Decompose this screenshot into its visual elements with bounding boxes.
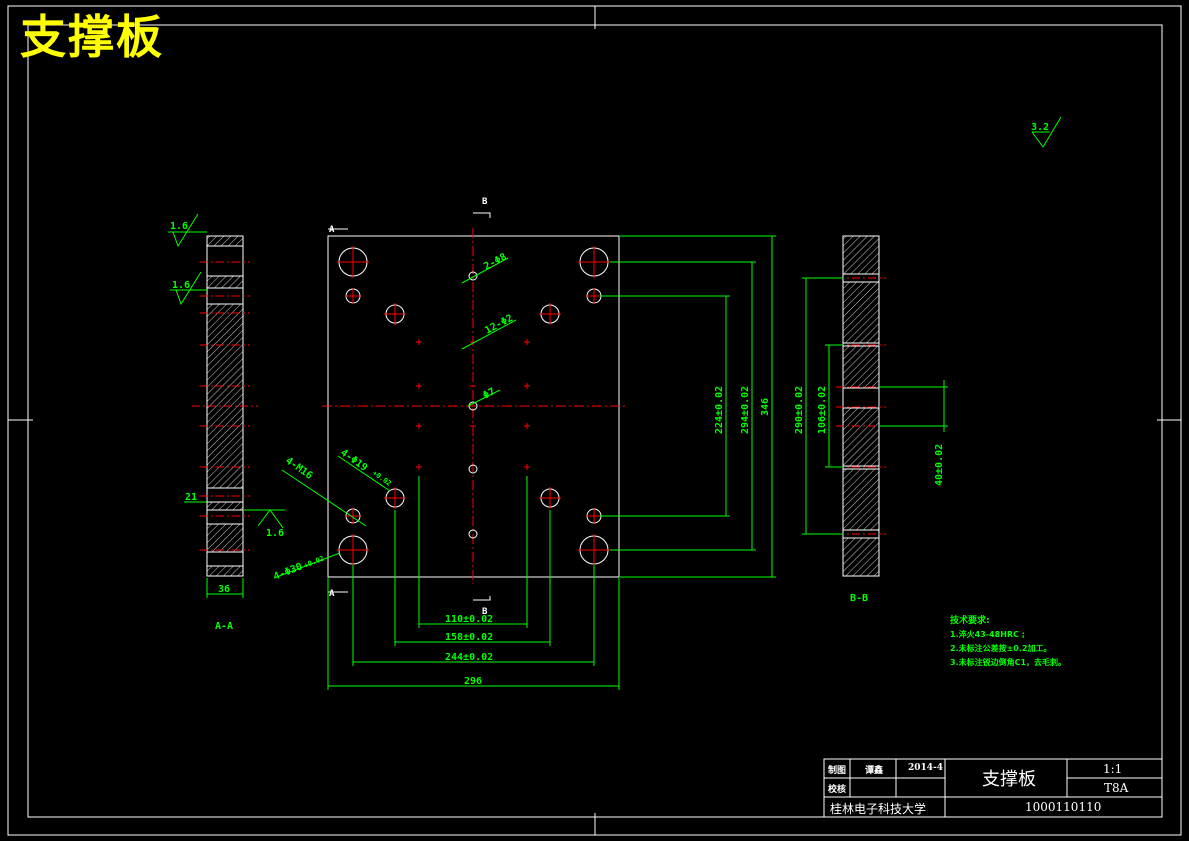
title-block-check-label: 校核 — [828, 785, 847, 795]
technical-notes: 技术要求: 1.淬火43-48HRC ; 2.未标注公差按±0.2加工。 3.未… — [950, 614, 1066, 670]
notes-item: 3.未标注锐边倒角C1，去毛刺。 — [950, 658, 1067, 667]
dim-106: 106±0.02 — [817, 386, 828, 434]
drawing-title: 支撑板 — [20, 10, 164, 64]
dim-21: 21 — [185, 492, 197, 503]
title-block-school: 桂林电子科技大学 — [830, 802, 927, 816]
section-mark-b-bottom: B — [482, 607, 488, 617]
callout-phi7: Φ7 — [481, 386, 497, 401]
global-roughness-symbol — [1031, 116, 1062, 148]
sheet-frame — [7, 5, 1182, 836]
view-label-bb: B-B — [850, 593, 868, 604]
section-mark-a-bottom: A — [329, 589, 335, 599]
notes-item: 2.未标注公差按±0.2加工。 — [950, 644, 1052, 653]
dim-244: 244±0.02 — [445, 652, 493, 663]
title-block-date: 2014-4 — [908, 763, 944, 773]
roughness-value-2: 1.6 — [172, 280, 190, 291]
notes-heading: 技术要求: — [950, 616, 990, 626]
dim-296: 296 — [464, 676, 482, 687]
callout-4-phi30-tol: +0.02 — [303, 555, 326, 570]
section-mark-a-top: A — [329, 225, 335, 235]
callout-2-phi8: 2-Φ8 — [482, 252, 508, 273]
notes-item: 1.淬火43-48HRC ; — [950, 630, 1025, 639]
callout-4-phi30: 4-Φ30 — [272, 561, 304, 582]
dim-294: 294±0.02 — [740, 386, 751, 434]
callout-4-phi19: 4-Φ19 — [338, 447, 369, 473]
title-block-part-name: 支撑板 — [982, 769, 1036, 790]
global-roughness-value: 3.2 — [1031, 122, 1049, 133]
roughness-value-1: 1.6 — [170, 221, 188, 232]
dim-158: 158±0.02 — [445, 632, 493, 643]
section-bb-view — [802, 235, 948, 577]
callout-12-phi2: 12-Φ2 — [483, 313, 515, 337]
dim-290: 290±0.02 — [794, 386, 805, 434]
view-label-aa: A-A — [215, 621, 233, 632]
title-block-frame — [823, 758, 1163, 818]
plan-view — [273, 212, 776, 690]
section-aa-view — [168, 213, 285, 598]
section-mark-b-top: B — [482, 197, 488, 207]
title-block-drawing-no: 1000110110 — [1025, 800, 1102, 814]
roughness-value-3: 1.6 — [266, 528, 284, 539]
dim-36: 36 — [218, 584, 230, 595]
title-block-drawn-label: 制图 — [828, 766, 847, 776]
dim-346: 346 — [760, 398, 771, 416]
title-block-scale: 1:1 — [1103, 762, 1123, 776]
title-block-drawn-name: 谭鑫 — [865, 766, 884, 776]
callout-4-m16: 4-M16 — [283, 455, 314, 481]
dim-110: 110±0.02 — [445, 614, 493, 625]
dim-40: 40±0.02 — [934, 444, 945, 486]
dim-224: 224±0.02 — [714, 386, 725, 434]
title-block-material: T8A — [1104, 781, 1129, 795]
